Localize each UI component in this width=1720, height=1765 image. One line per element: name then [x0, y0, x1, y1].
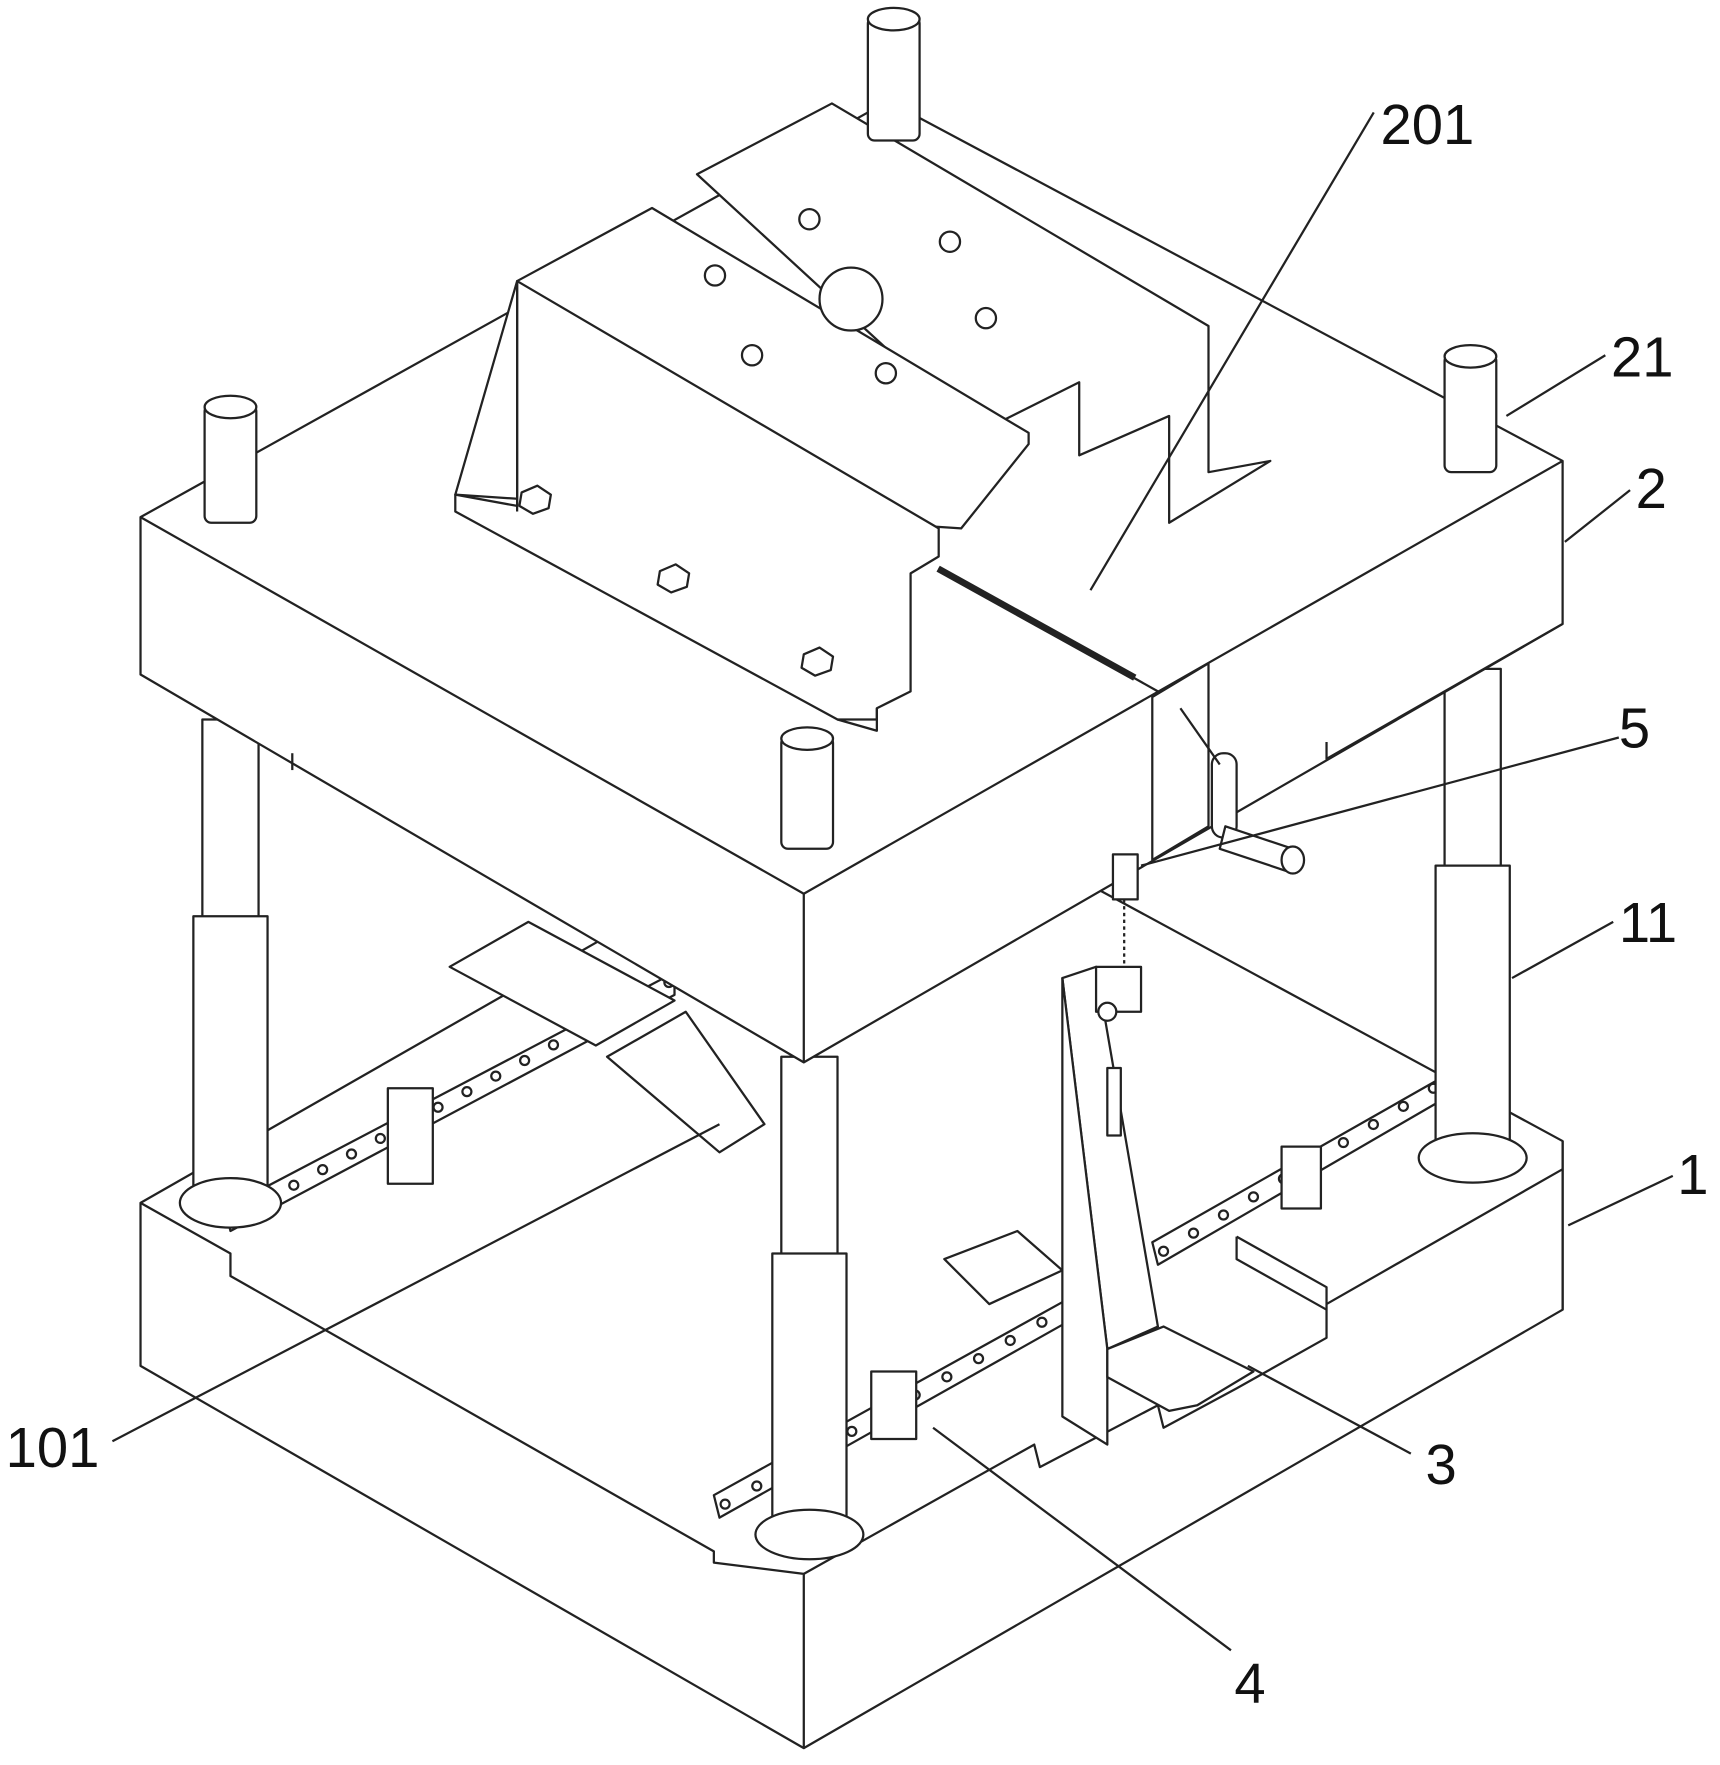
rail-hole [974, 1354, 983, 1363]
rail-hole [347, 1150, 356, 1159]
rail-hole [942, 1372, 951, 1381]
rail-hole [1189, 1229, 1198, 1238]
rail-hole [1369, 1120, 1378, 1129]
label-4: 4 [1234, 1652, 1265, 1715]
rail-hole [1006, 1336, 1015, 1345]
rail-hole [721, 1500, 730, 1509]
label-1: 1 [1677, 1143, 1708, 1206]
rail-hole [520, 1056, 529, 1065]
rail-hole [462, 1087, 471, 1096]
rail-hole [1219, 1211, 1228, 1220]
label-3: 3 [1425, 1433, 1456, 1496]
label-21: 21 [1611, 326, 1674, 389]
label-201: 201 [1380, 93, 1474, 156]
rail-hole [376, 1134, 385, 1143]
rail-hole [1037, 1318, 1046, 1327]
label-5: 5 [1619, 697, 1650, 760]
rail-hole [752, 1481, 761, 1490]
label-101: 101 [6, 1416, 100, 1479]
rail-hole [549, 1040, 558, 1049]
rail-hole [1339, 1138, 1348, 1147]
rail-hole [847, 1427, 856, 1436]
label-2: 2 [1636, 457, 1667, 520]
rail-hole [434, 1103, 443, 1112]
rail-hole [1159, 1247, 1168, 1256]
rail-hole [1249, 1192, 1258, 1201]
rail-hole [289, 1181, 298, 1190]
rail-hole [491, 1072, 500, 1081]
rail-hole [1399, 1102, 1408, 1111]
rail-hole [318, 1165, 327, 1174]
label-11: 11 [1619, 891, 1677, 954]
